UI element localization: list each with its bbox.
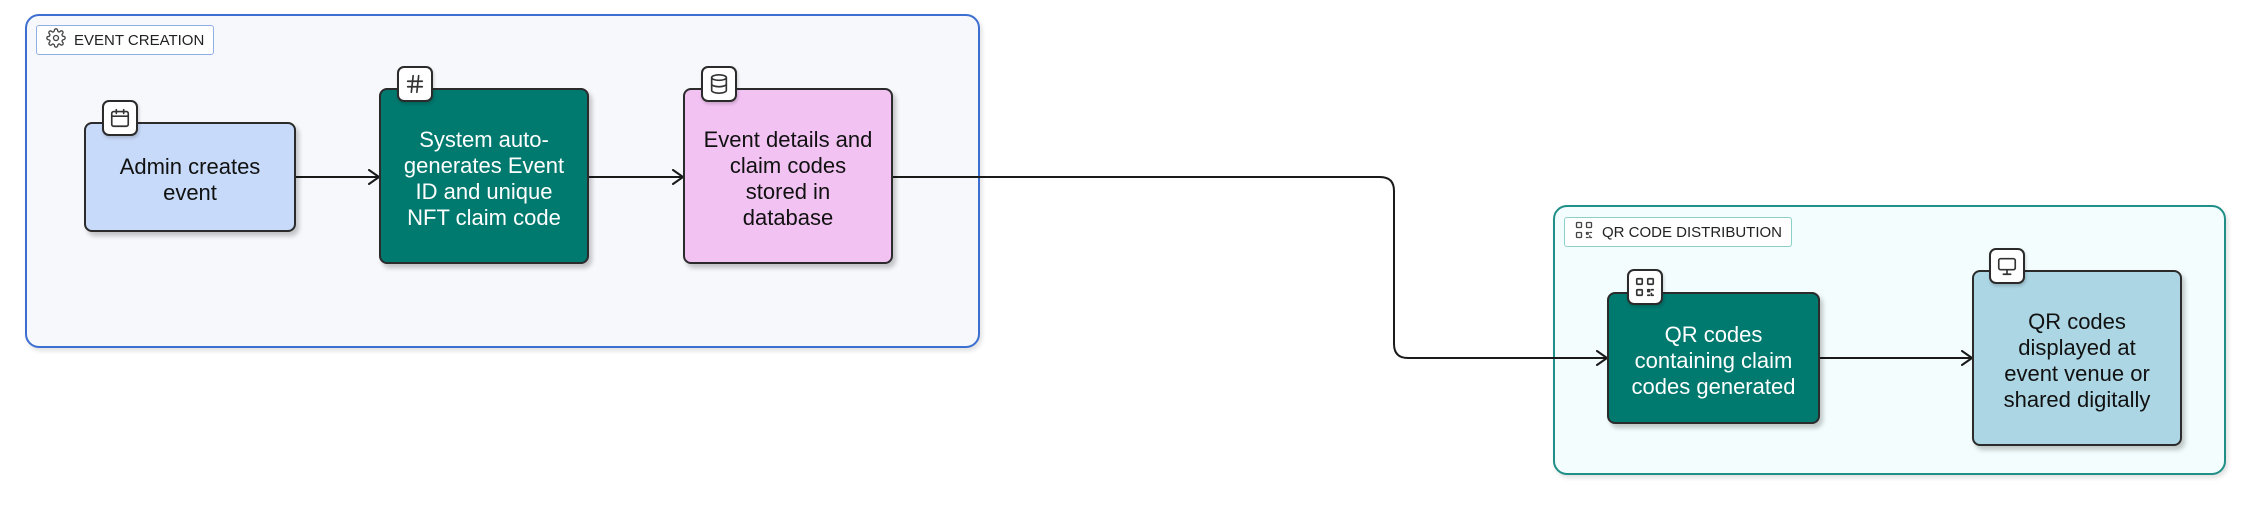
group-label-qr-code-distribution: QR CODE DISTRIBUTION [1564,217,1793,247]
gear-icon [46,28,66,52]
hash-icon [397,66,433,102]
calendar-icon [102,100,138,136]
qr-code-icon [1627,269,1663,305]
node-qr-codes-generated[interactable]: QR codes containing claim codes generate… [1607,292,1820,424]
node-admin-creates-event[interactable]: Admin creates event [84,122,296,232]
group-label-text: QR CODE DISTRIBUTION [1602,223,1783,241]
node-label: QR codes containing claim codes generate… [1631,322,1796,399]
node-system-autogenerates[interactable]: System auto-generates Event ID and uniqu… [379,88,589,264]
group-label-event-creation: EVENT CREATION [36,25,215,55]
node-qr-codes-displayed[interactable]: QR codes displayed at event venue or sha… [1972,270,2182,446]
monitor-icon [1989,248,2025,284]
node-event-details-stored[interactable]: Event details and claim codes stored in … [683,88,893,264]
qr-code-icon [1574,220,1594,244]
group-label-text: EVENT CREATION [74,31,205,49]
node-label: System auto-generates Event ID and uniqu… [403,127,565,230]
node-label: Event details and claim codes stored in … [703,127,873,230]
node-label: Admin creates event [119,154,261,205]
database-icon [701,66,737,102]
node-label: QR codes displayed at event venue or sha… [2003,309,2151,412]
edge-database-to-qr-generated [893,176,1608,366]
